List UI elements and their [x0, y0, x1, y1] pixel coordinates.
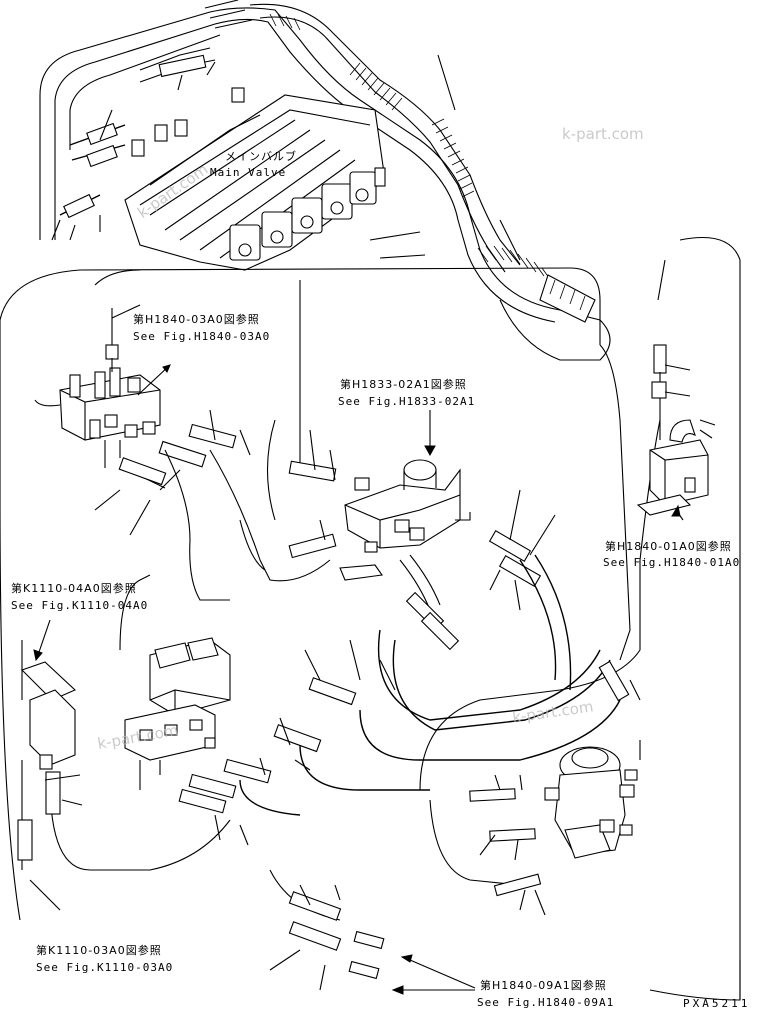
- ref-k1110-03a0-jp: 第K1110-03A0図参照: [36, 944, 162, 957]
- right-pump-valve: [636, 344, 716, 521]
- pilot-control-block: [124, 637, 231, 790]
- ref-h1840-01a0-jp: 第H1840-01A0図参照: [605, 540, 732, 553]
- middle-hose-runs: [178, 554, 621, 846]
- pedal-assembly: [17, 619, 83, 911]
- ref-h1833-02a1-jp: 第H1833-02A1図参照: [340, 378, 467, 391]
- center-valve: [288, 410, 556, 611]
- left-control-block: [34, 308, 251, 536]
- upper-hose-bundle: [39, 0, 611, 361]
- ref-h1840-01a0-en: See Fig.H1840-01A0: [603, 556, 741, 569]
- ref-h1840-03a0-jp: 第H1840-03A0図参照: [133, 313, 260, 326]
- left-valve-fittings: [51, 54, 216, 241]
- watermark-top-right: k-part.com: [562, 125, 644, 143]
- main-valve-body: [124, 87, 386, 271]
- ref-h1840-09a1-en: See Fig.H1840-09A1: [477, 996, 615, 1009]
- main-valve-label-en: Main Valve: [210, 166, 287, 179]
- ref-h1840-03a0-en: See Fig.H1840-03A0: [133, 330, 271, 343]
- brake-valve: [469, 660, 641, 916]
- main-valve-label-jp: メインバルブ: [225, 150, 297, 163]
- ref-k1110-03a0-en: See Fig.K1110-03A0: [36, 961, 174, 974]
- ref-h1833-02a1-en: See Fig.H1833-02A1: [338, 395, 476, 408]
- ref-h1840-09a1-jp: 第H1840-09A1図参照: [480, 979, 607, 992]
- bottom-hose-ends: [269, 869, 476, 995]
- drawing-code: PXA5211: [683, 997, 751, 1010]
- ref-k1110-04a0-en: See Fig.K1110-04A0: [11, 599, 149, 612]
- ref-arrow-h1840-03a0: [111, 304, 141, 319]
- ref-k1110-04a0-jp: 第K1110-04A0図参照: [11, 582, 137, 595]
